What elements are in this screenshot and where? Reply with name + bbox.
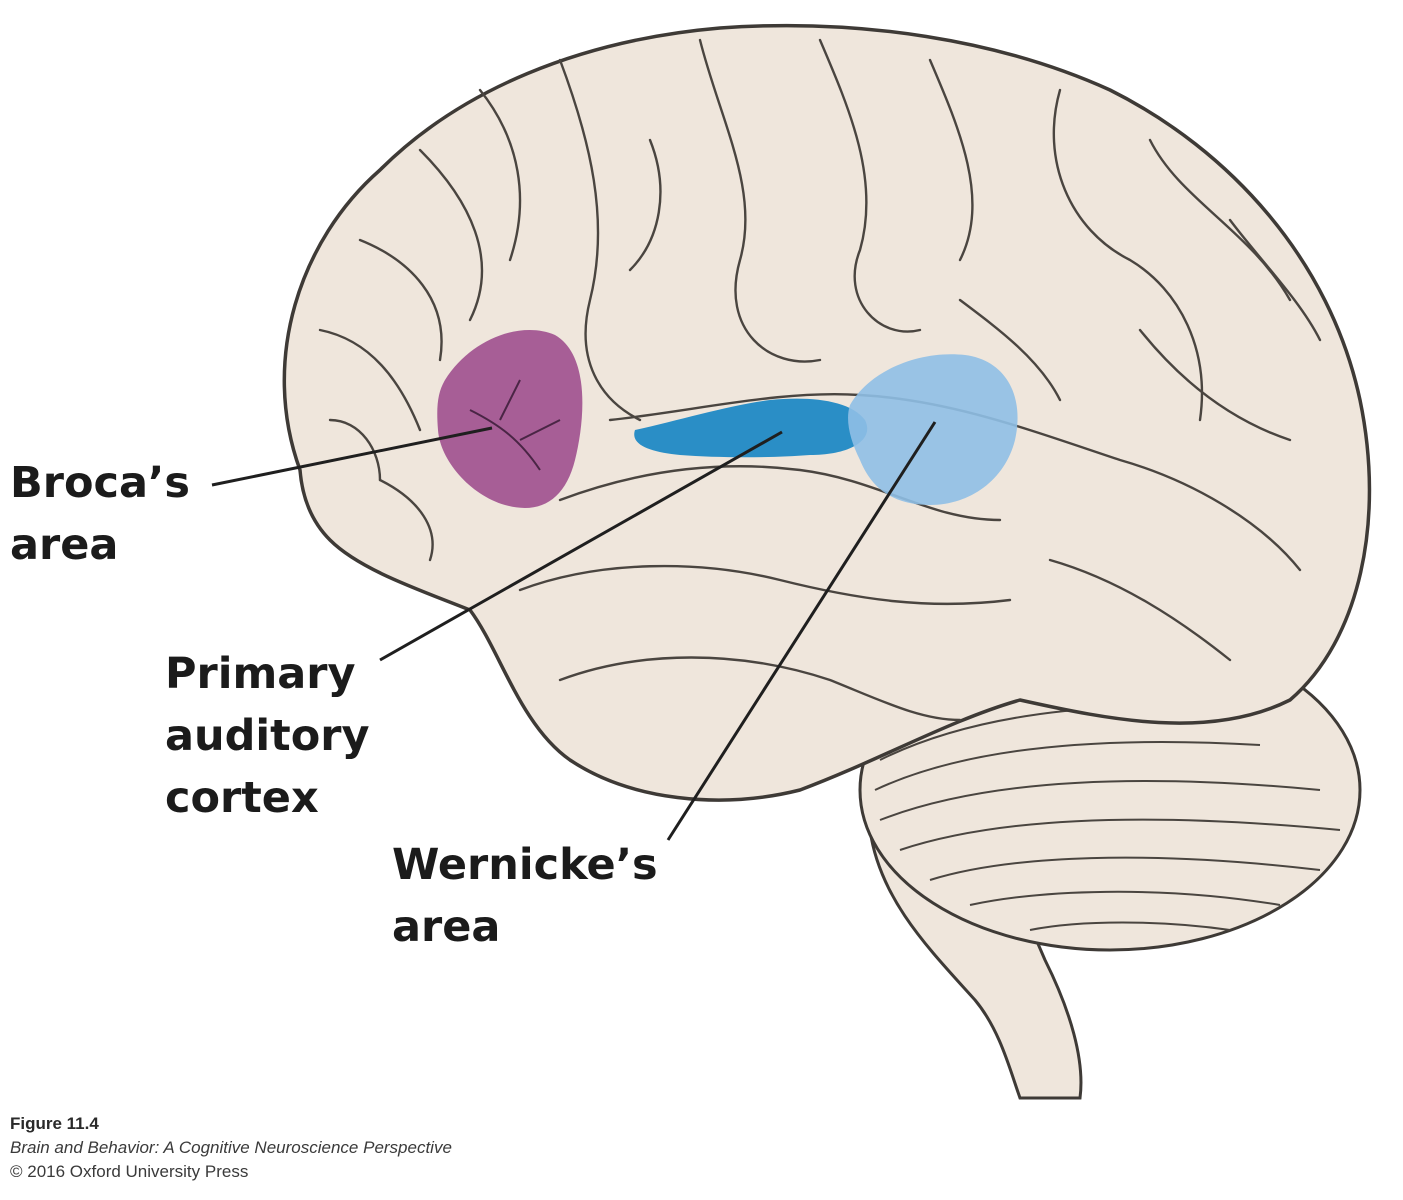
book-title: Brain and Behavior: A Cognitive Neurosci…	[10, 1138, 452, 1157]
auditory-leader-line	[379, 430, 783, 662]
primary-auditory-label-line-3: cortex	[165, 773, 319, 823]
wernicke-label-line-2: area	[392, 902, 501, 952]
wernicke-label: Wernicke’s area	[392, 834, 658, 958]
copyright: © 2016 Oxford University Press	[10, 1162, 249, 1181]
figure-number: Figure 11.4	[10, 1114, 99, 1133]
wernicke-region	[848, 354, 1018, 505]
broca-label-line-1: Broca’s	[10, 458, 190, 508]
auditory-region	[634, 398, 868, 458]
primary-auditory-label-line-2: auditory	[165, 711, 370, 761]
leader-lines	[211, 421, 937, 841]
wernicke-label-line-1: Wernicke’s	[392, 840, 658, 890]
broca-region	[437, 330, 583, 508]
broca-sulci	[469, 379, 561, 471]
broca-leader-line	[211, 426, 493, 487]
primary-auditory-label: Primary auditory cortex	[165, 643, 369, 829]
wernicke-leader-line	[666, 421, 937, 841]
broca-label-line-2: area	[10, 520, 119, 570]
figure-caption: Figure 11.4 Brain and Behavior: A Cognit…	[10, 1112, 452, 1184]
primary-auditory-label-line-1: Primary	[165, 649, 356, 699]
broca-label: Broca’s area	[10, 452, 190, 576]
